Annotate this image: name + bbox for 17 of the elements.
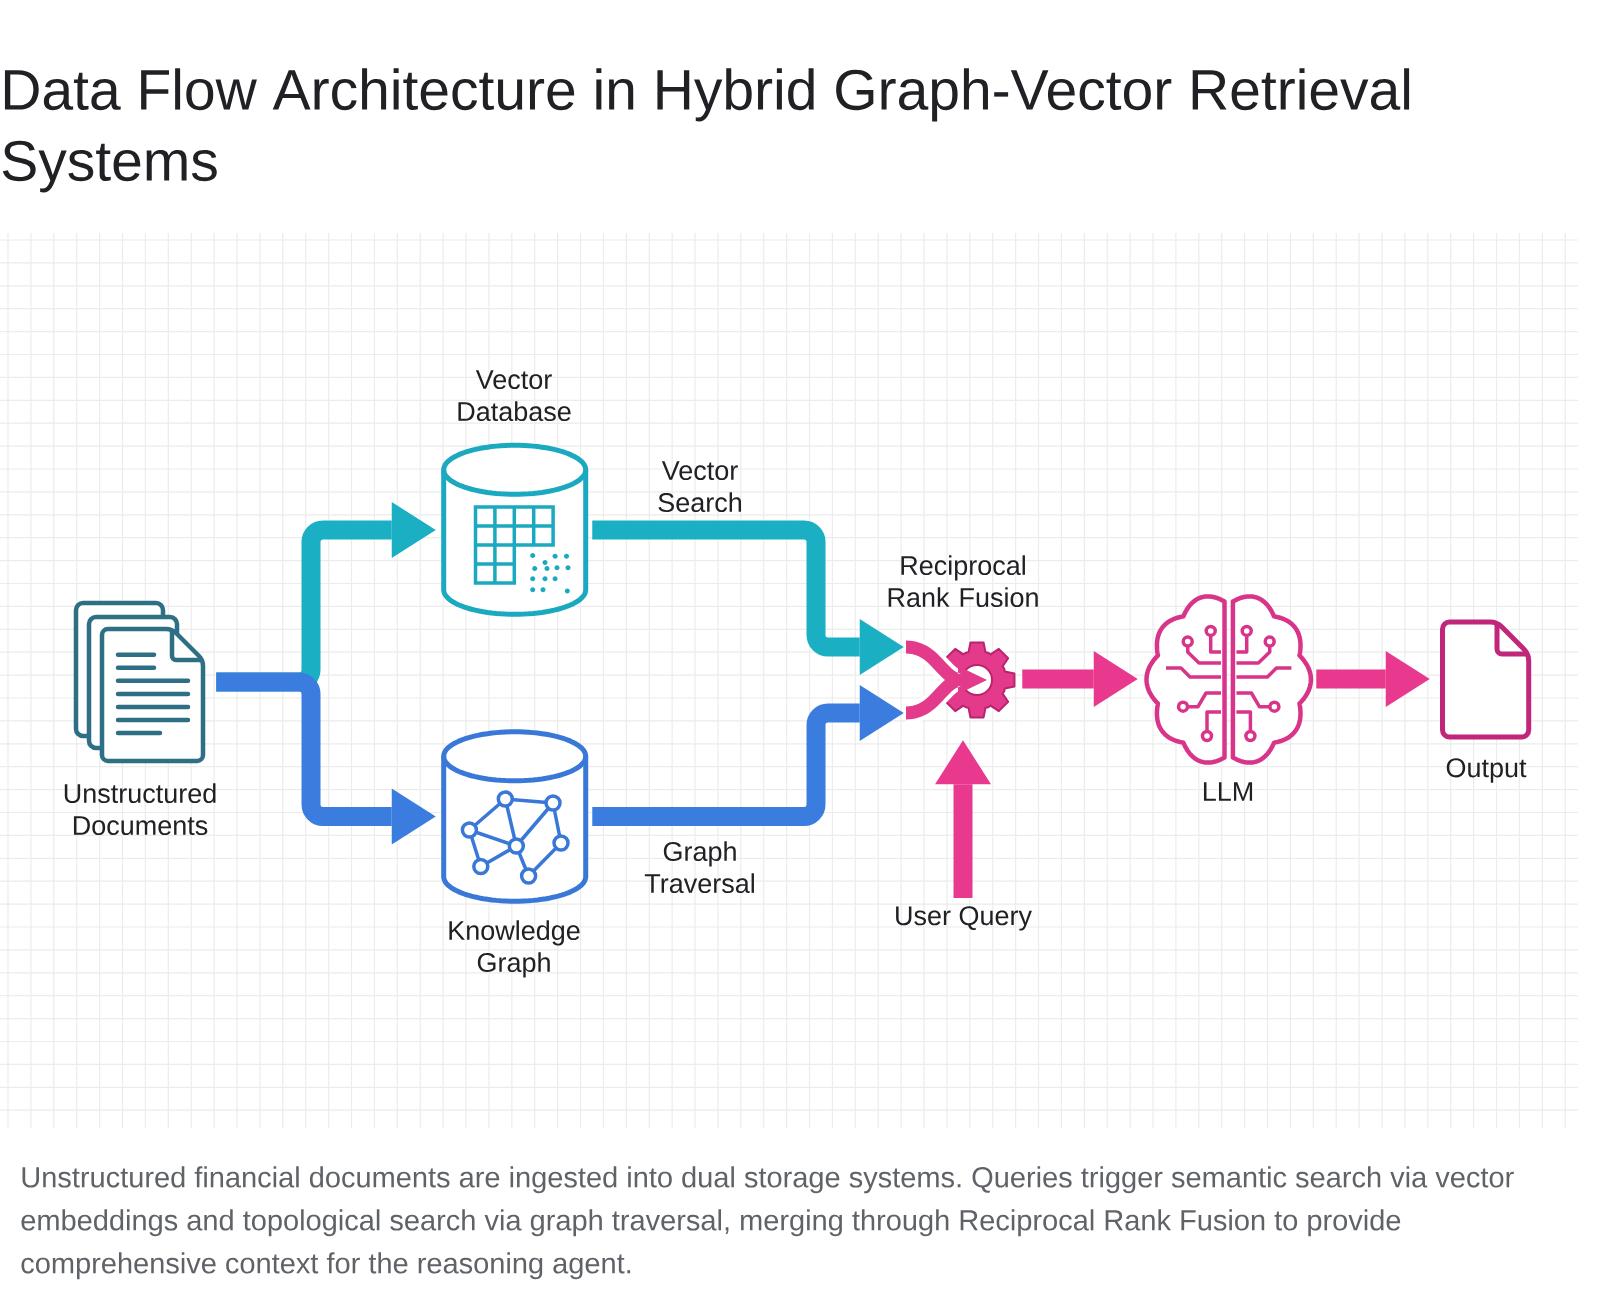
arrow: [592, 520, 904, 675]
caption: Unstructured financial documents are ingested into dual storage systems. Queries trigger semantic search via vector embeddings and topological search via graph traversal, merging through Reciprocal Rank Fusion to provide comprehensive context for the reasoning agent.: [21, 1166, 1514, 1280]
arrow: [216, 672, 436, 845]
node-label: Unstructured Documents: [64, 783, 216, 836]
title: Data Flow Architecture in Hybrid Graph-Vector Retrieval Systems: [2, 68, 1410, 193]
node-label: Output: [1446, 758, 1527, 783]
arrow: [935, 740, 991, 898]
node-label: Reciprocal Rank Fusion: [888, 555, 1038, 608]
arrow: [1316, 651, 1430, 707]
node-label: Vector Database: [458, 370, 571, 422]
edge-label: Graph Traversal: [644, 841, 754, 894]
arrow: [1022, 651, 1138, 707]
edge-label: Vector Search: [658, 461, 741, 513]
arrow: [592, 685, 904, 826]
node-label: LLM: [1203, 782, 1253, 801]
node-label: Knowledge Graph: [449, 920, 580, 978]
node-label: User Query: [896, 906, 1032, 931]
